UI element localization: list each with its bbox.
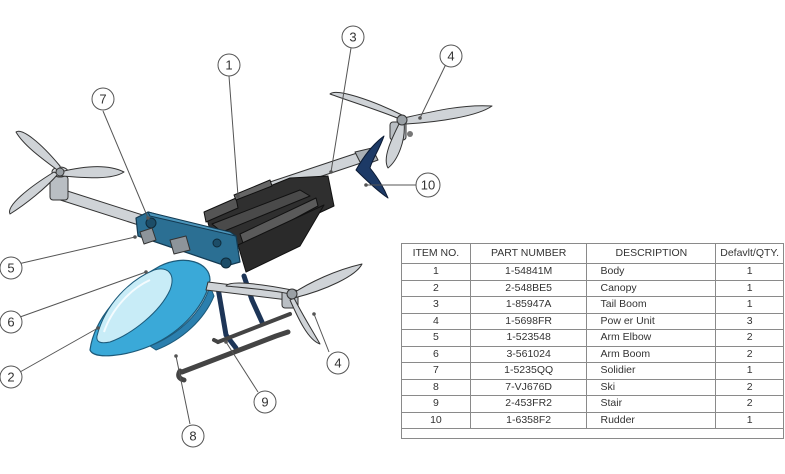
callout-label: 1 — [225, 58, 232, 73]
cell-part-number: 1-523548 — [469, 329, 588, 347]
callout-label: 2 — [7, 370, 14, 385]
cell-item-no: 5 — [401, 329, 471, 347]
callout-1: 1 — [217, 53, 241, 77]
power-unit-rear — [329, 91, 493, 169]
cell-description: Canopy — [586, 279, 717, 297]
callout-label: 4 — [447, 49, 454, 64]
cell-description: Solidier — [586, 362, 717, 380]
cell-qty: 1 — [715, 279, 784, 297]
cell-description: Pow er Unit — [586, 312, 717, 330]
cell-qty: 1 — [715, 411, 784, 429]
cell-description: Body — [586, 263, 717, 281]
cell-item-no: 10 — [401, 411, 471, 429]
cell-description: Stair — [586, 395, 717, 413]
power-unit-front — [225, 263, 363, 345]
cell-qty: 2 — [715, 345, 784, 363]
arm-elbow — [139, 227, 191, 255]
cell-qty: 2 — [715, 329, 784, 347]
col-header-description: DESCRIPTION — [586, 243, 717, 264]
cell-part-number: 2-548BE5 — [469, 279, 588, 297]
cell-description: Arm Boom — [586, 345, 717, 363]
cell-qty: 1 — [715, 296, 784, 314]
bill-of-materials-table: ITEM NO. PART NUMBER DESCRIPTION Defavlt… — [401, 243, 784, 439]
callout-7: 7 — [91, 87, 115, 111]
cell-item-no: 2 — [401, 279, 471, 297]
cell-item-no: 1 — [401, 263, 471, 281]
cell-qty: 3 — [715, 312, 784, 330]
cell-item-no: 9 — [401, 395, 471, 413]
cell-item-no: 7 — [401, 362, 471, 380]
cell-part-number: 2-453FR2 — [469, 395, 588, 413]
leader-lines — [17, 47, 447, 425]
cell-qty: 1 — [715, 362, 784, 380]
callout-label: 3 — [349, 30, 356, 45]
col-header-part-number: PART NUMBER — [469, 243, 588, 264]
rudder — [355, 135, 389, 199]
power-unit-left — [9, 130, 125, 215]
canopy — [89, 259, 215, 357]
callout-label: 7 — [99, 92, 106, 107]
cell-part-number: 1-6358F2 — [469, 411, 588, 429]
cell-item-no: 4 — [401, 312, 471, 330]
callout-6: 6 — [0, 310, 23, 334]
callout-label: 10 — [421, 178, 435, 193]
cell-item-no: 6 — [401, 345, 471, 363]
callout-9: 9 — [253, 390, 277, 414]
col-header-item-no: ITEM NO. — [401, 243, 471, 264]
cell-qty: 2 — [715, 378, 784, 396]
callout-5: 5 — [0, 256, 23, 280]
callout-label: 5 — [7, 261, 14, 276]
callout-label: 9 — [261, 395, 268, 410]
cell-part-number: 7-VJ676D — [469, 378, 588, 396]
empty-footer-cell — [401, 428, 784, 439]
cell-qty: 1 — [715, 263, 784, 281]
cell-item-no: 8 — [401, 378, 471, 396]
cell-part-number: 1-5235QQ — [469, 362, 588, 380]
callout-label: 6 — [7, 315, 14, 330]
callout-label: 8 — [189, 429, 196, 444]
callout-8: 8 — [181, 424, 205, 448]
cell-part-number: 1-85947A — [469, 296, 588, 314]
callout-10: 10 — [415, 172, 441, 198]
callout-4-bottom: 4 — [326, 351, 350, 375]
cell-part-number: 1-5698FR — [469, 312, 588, 330]
solidier — [135, 211, 241, 269]
cell-item-no: 3 — [401, 296, 471, 314]
table-footer-row — [401, 428, 784, 439]
cell-description: Ski — [586, 378, 717, 396]
callout-label: 4 — [334, 356, 341, 371]
cell-description: Tail Boom — [586, 296, 717, 314]
callout-3: 3 — [341, 25, 365, 49]
cell-qty: 2 — [715, 395, 784, 413]
table-header-row: ITEM NO. PART NUMBER DESCRIPTION Defavlt… — [401, 243, 784, 264]
callout-4-top: 4 — [439, 44, 463, 68]
drone-illustration — [9, 91, 493, 383]
callout-2: 2 — [0, 365, 23, 389]
col-header-qty: Defavlt/QTY. — [715, 243, 784, 264]
cell-part-number: 3-561024 — [469, 345, 588, 363]
cell-part-number: 1-54841M — [469, 263, 588, 281]
cell-description: Arm Elbow — [586, 329, 717, 347]
leader-dots — [96, 116, 422, 358]
cell-description: Rudder — [586, 411, 717, 429]
